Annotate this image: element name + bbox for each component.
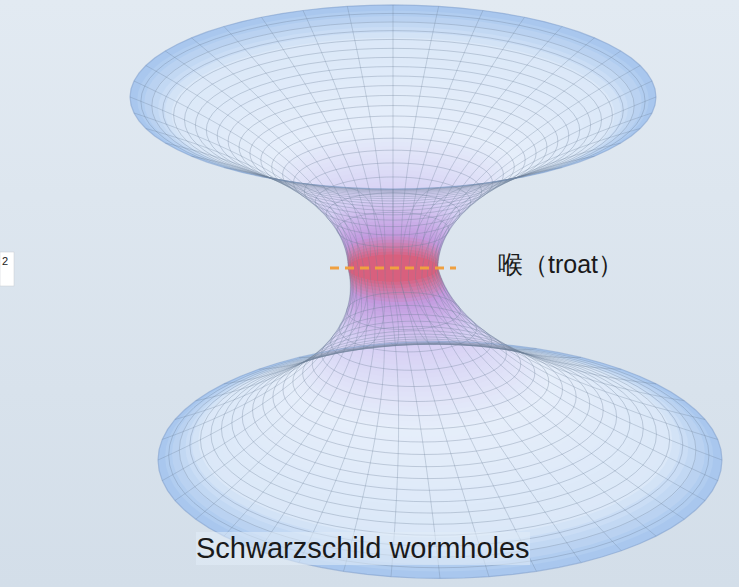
grid-ring xyxy=(200,344,669,535)
grid-meridian xyxy=(422,278,621,550)
grid-meridian xyxy=(165,143,354,275)
grid-meridian xyxy=(224,277,362,536)
grid-meridian xyxy=(162,266,351,440)
grid-meridian xyxy=(393,5,394,255)
grid-ring xyxy=(211,344,657,524)
grid-meridian xyxy=(192,38,359,259)
grid-meridian xyxy=(435,263,705,419)
grid-ring xyxy=(158,342,722,579)
grid-meridian xyxy=(427,259,656,384)
grid-meridian xyxy=(347,6,385,254)
grid-meridian xyxy=(175,263,353,419)
grid-meridian xyxy=(437,81,652,266)
grid-meridian xyxy=(196,261,357,401)
grid-meridian xyxy=(259,278,368,550)
grid-ring xyxy=(221,344,643,513)
grid-meridian xyxy=(224,168,364,279)
grid-meridian xyxy=(158,268,350,460)
grid-meridian xyxy=(408,11,483,256)
grid-meridian xyxy=(146,66,351,264)
grid-meridian xyxy=(224,259,362,384)
grid-ring xyxy=(312,326,521,401)
grid-meridian xyxy=(146,128,351,272)
grid-meridian xyxy=(427,38,594,259)
grid-meridian xyxy=(432,261,684,401)
grid-meridian xyxy=(427,277,656,536)
grid-meridian xyxy=(435,66,640,264)
grid-meridian xyxy=(259,258,368,370)
throat-label: 喉（troat） xyxy=(498,250,623,279)
grid-meridian xyxy=(196,275,357,519)
grid-meridian xyxy=(437,113,652,270)
title-label: Schwarzschild wormholes xyxy=(196,532,530,565)
grid-meridian xyxy=(401,6,439,254)
equation-fragment-text: 2 xyxy=(2,255,8,268)
grid-meridian xyxy=(162,270,351,480)
grid-meridian xyxy=(192,156,359,277)
grid-meridian xyxy=(438,268,722,460)
grid-meridian xyxy=(432,51,621,261)
grid-meridian xyxy=(422,26,562,257)
throat-line xyxy=(330,267,456,270)
grid-meridian xyxy=(416,280,582,563)
grid-meridian xyxy=(262,177,371,280)
equation-fragment xyxy=(0,252,14,286)
grid-meridian xyxy=(437,266,717,440)
grid-meridian xyxy=(165,51,354,261)
grid-meridian xyxy=(224,26,364,257)
grid-ring xyxy=(253,342,604,478)
grid-meridian xyxy=(435,273,705,501)
grid-ring xyxy=(190,344,683,546)
wormhole-surface xyxy=(130,5,722,578)
grid-meridian xyxy=(416,17,525,256)
grid-meridian xyxy=(134,81,349,266)
grid-meridian xyxy=(134,113,349,270)
grid-meridian xyxy=(303,11,378,256)
grid-ring xyxy=(169,342,709,567)
